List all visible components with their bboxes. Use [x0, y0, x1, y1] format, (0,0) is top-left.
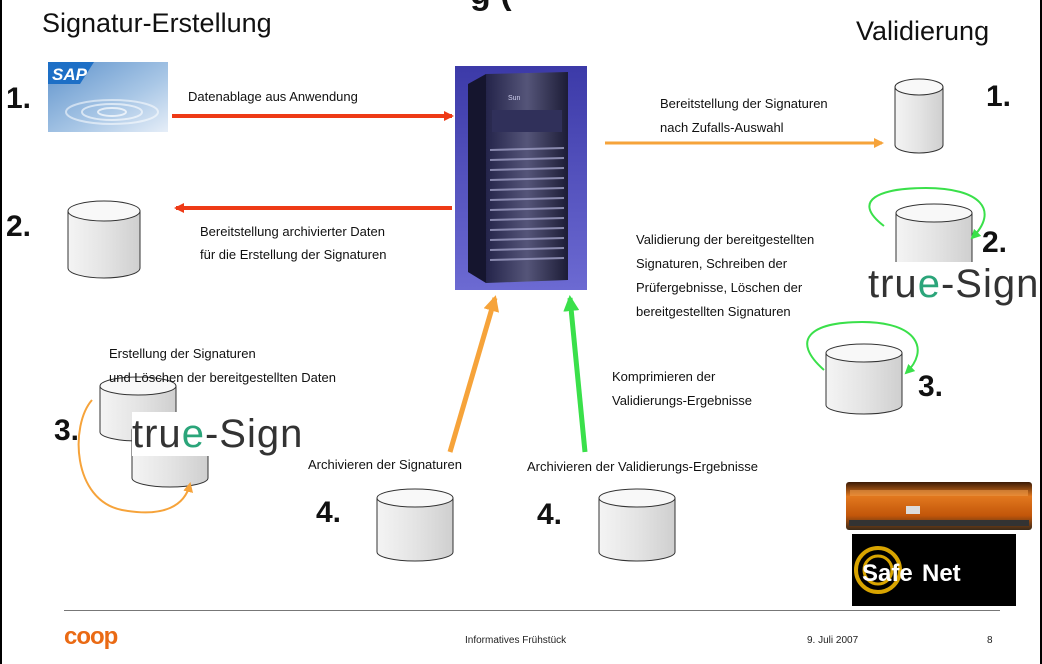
slide-title-fragment: g (: [470, 0, 512, 13]
coop-logo: coop: [64, 623, 119, 650]
label-line: bereitgestellten Signaturen: [636, 304, 791, 319]
slide-frame-left: [0, 0, 2, 664]
db-cylinder-validation-2: [895, 203, 973, 272]
truesign-logo-signing: true-Sign: [132, 412, 304, 456]
slide-frame-right: [1040, 0, 1042, 664]
safenet-logo-text-net: Net: [922, 560, 961, 587]
label-line: Validierung der bereitgestellten: [636, 232, 815, 247]
label-line: Erstellung der Signaturen: [109, 346, 256, 361]
loop-validation-2: [868, 186, 986, 240]
coop-logo-text: coop: [64, 623, 118, 650]
step-3-left: 3.: [54, 414, 80, 447]
safenet-logo-text-safe: Safe: [862, 560, 913, 587]
sun-server-image: Sun: [455, 66, 587, 290]
label-line: Bereitstellung archivierter Daten: [200, 224, 385, 239]
footer-page-number: 8: [987, 635, 993, 646]
label-bereitstellung-signaturen: Bereitstellung der Signaturen nach Zufal…: [660, 92, 828, 140]
loop-validation-3: [806, 320, 919, 375]
db-cylinder-validation-3: [825, 343, 903, 415]
db-cylinder-archive-validation: [598, 488, 676, 562]
label-archivieren-signaturen: Archivieren der Signaturen: [308, 457, 462, 472]
safenet-logo: Safe Net: [852, 534, 1016, 606]
step-1-left: 1.: [6, 82, 32, 115]
heading-validierung: Validierung: [856, 16, 990, 46]
safenet-appliance-image: [846, 482, 1032, 530]
step-1-right: 1.: [986, 80, 1012, 113]
step-2-right: 2.: [982, 226, 1008, 259]
label-line: Bereitstellung der Signaturen: [660, 96, 828, 111]
truesign-logo-validation: true-Sign: [868, 262, 1040, 306]
label-line: Signaturen, Schreiben der: [636, 256, 788, 271]
label-komprimieren: Komprimieren der Validierungs-Ergebnisse: [612, 365, 752, 413]
step-4-right: 4.: [537, 498, 563, 531]
server-brand-text: Sun: [508, 95, 521, 102]
footer-date: 9. Juli 2007: [807, 635, 859, 646]
footer-divider: [64, 610, 1000, 611]
label-line: Komprimieren der: [612, 369, 716, 384]
step-3-right: 3.: [918, 370, 944, 403]
label-erstellung: Erstellung der Signaturen und Löschen de…: [109, 342, 336, 390]
step-2-left: 2.: [6, 210, 32, 243]
label-line: für die Erstellung der Signaturen: [200, 247, 387, 262]
step-4-left: 4.: [316, 496, 342, 529]
heading-signatur-erstellung: Signatur-Erstellung: [42, 8, 272, 38]
label-line: nach Zufalls-Auswahl: [660, 120, 784, 135]
sap-logo-text: SAP: [52, 65, 88, 84]
sap-logo: SAP: [48, 62, 168, 132]
label-archivieren-validierung: Archivieren der Validierungs-Ergebnisse: [527, 459, 758, 474]
label-line: Prüfergebnisse, Löschen der: [636, 280, 803, 295]
db-cylinder-archive-2: [67, 200, 141, 279]
arrow-archiv-validierung: [563, 295, 588, 453]
arrow-archiv-signaturen: [447, 295, 500, 453]
loop-signing-3: [77, 399, 194, 514]
label-line: und Löschen der bereitgestellten Daten: [109, 370, 336, 385]
label-datenablage: Datenablage aus Anwendung: [188, 89, 358, 104]
label-validierung: Validierung der bereitgestellten Signatu…: [636, 228, 814, 324]
label-line: Validierungs-Ergebnisse: [612, 393, 752, 408]
footer-title: Informatives Frühstück: [465, 635, 567, 646]
label-bereitstellung-archiv: Bereitstellung archivierter Daten für di…: [200, 220, 386, 266]
db-cylinder-validation-1: [894, 78, 944, 154]
db-cylinder-archive-signatures: [376, 488, 454, 562]
